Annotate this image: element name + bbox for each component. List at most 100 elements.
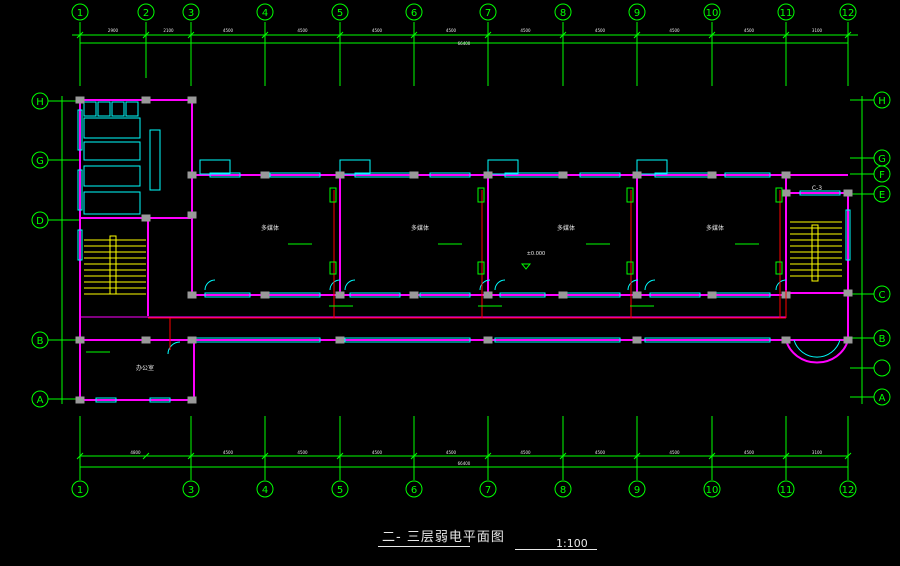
axis-label-col-top: 12 — [842, 8, 855, 19]
dimension-text-top: 2100 — [163, 28, 174, 33]
axis-label-col-bottom: 12 — [842, 485, 855, 496]
axis-label-row-right: C — [879, 290, 886, 301]
window-north — [724, 172, 771, 178]
window-office-1 — [95, 397, 117, 403]
dimension-tick — [410, 452, 418, 460]
structural-column — [187, 396, 197, 404]
structural-column — [483, 291, 493, 299]
dimension-text-bottom: 3100 — [812, 450, 823, 455]
door-swing — [344, 279, 356, 291]
axis-bubble-col-top — [405, 3, 423, 21]
dimension-total-top: 66400 — [458, 41, 471, 46]
axis-bubble-row-left — [31, 211, 49, 229]
window-office-2 — [149, 397, 171, 403]
elevation-marker — [520, 263, 532, 270]
window-north — [579, 172, 621, 178]
window-stair-right — [799, 190, 841, 196]
door-frame-north — [487, 159, 519, 175]
dimension-tick — [633, 452, 641, 460]
toilet-fixtures — [149, 129, 161, 191]
axis-bubble-col-top — [554, 3, 572, 21]
axis-label-col-top: 2 — [143, 8, 149, 19]
data-outlet-box-lower — [477, 261, 485, 275]
door-frame-north — [636, 159, 668, 175]
window-north — [429, 172, 471, 178]
dimension-tick — [336, 31, 344, 39]
structural-column — [558, 291, 568, 299]
dimension-tick — [559, 31, 567, 39]
axis-bubble-col-top — [777, 3, 795, 21]
dimension-text-top: 4500 — [297, 28, 308, 33]
dimension-text-top: 4500 — [446, 28, 457, 33]
structural-column — [409, 291, 419, 299]
data-outlet-box-lower — [329, 261, 337, 275]
dimension-tick — [142, 31, 150, 39]
stair-handrail-right — [811, 224, 819, 282]
axis-label-row-left: H — [36, 97, 44, 108]
axis-label-col-top: 10 — [706, 8, 719, 19]
dimension-tick — [844, 452, 852, 460]
window-bay-curve — [793, 339, 841, 358]
axis-label-col-top: 7 — [485, 8, 491, 19]
window-corridor — [644, 337, 771, 343]
structural-column — [409, 171, 419, 179]
axis-label-row-right: G — [878, 154, 886, 165]
axis-bubble-col-bottom — [405, 480, 423, 498]
axis-label-col-bottom: 3 — [188, 485, 194, 496]
dimension-tick — [142, 452, 150, 460]
dimension-tick — [782, 452, 790, 460]
dimension-text-top: 2900 — [108, 28, 119, 33]
dimension-text-bottom: 4500 — [372, 450, 383, 455]
axis-bubble-row-left — [31, 331, 49, 349]
axis-label-col-bottom: 7 — [485, 485, 491, 496]
window-left-upper — [77, 109, 83, 151]
axis-label-col-bottom: 6 — [411, 485, 417, 496]
structural-column — [781, 336, 791, 344]
room-label-office: 办公室 — [136, 364, 154, 372]
door-swing — [644, 279, 656, 291]
dimension-tick — [261, 31, 269, 39]
structural-column — [260, 291, 270, 299]
window-south — [349, 292, 401, 298]
structural-column — [483, 336, 493, 344]
axis-label-col-top: 11 — [780, 8, 793, 19]
toilet-cubicle — [83, 101, 97, 117]
toilet-room-4 — [83, 191, 141, 215]
wall-bay-curve — [785, 339, 849, 364]
dimension-text-bottom: 4500 — [520, 450, 531, 455]
door-swing — [204, 279, 216, 291]
axis-label-row-left: A — [37, 395, 44, 406]
axis-bubble-row-right — [873, 285, 891, 303]
stair-label-right: C-3 — [812, 185, 822, 192]
axis-bubble-row-left — [31, 151, 49, 169]
structural-column — [187, 291, 197, 299]
axis-bubble-col-top — [331, 3, 349, 21]
toilet-room-2 — [83, 141, 141, 161]
drawing-title: 二- 三层弱电平面图 — [382, 530, 505, 545]
axis-label-row-left: D — [36, 216, 44, 227]
room-label-classroom: 多媒体 — [261, 224, 279, 232]
toilet-cubicle — [125, 101, 139, 117]
axis-bubble-row-right — [873, 329, 891, 347]
dimension-text-top: 4500 — [595, 28, 606, 33]
structural-column — [141, 96, 151, 104]
dimension-text-top: 4500 — [520, 28, 531, 33]
axis-label-col-bottom: 10 — [706, 485, 719, 496]
axis-label-row-right: H — [878, 96, 886, 107]
axis-label-row-left: B — [37, 336, 44, 347]
structural-column — [75, 396, 85, 404]
axis-label-row-left: G — [36, 156, 44, 167]
axis-label-col-top: 6 — [411, 8, 417, 19]
axis-label-col-top: 3 — [188, 8, 194, 19]
axis-label-col-top: 8 — [560, 8, 566, 19]
window-south — [204, 292, 251, 298]
axis-bubble-col-top — [479, 3, 497, 21]
toilet-cubicle — [111, 101, 125, 117]
structural-column — [707, 171, 717, 179]
wall-office — [79, 339, 195, 401]
data-outlet-box — [477, 187, 485, 203]
axis-bubble-col-bottom — [331, 480, 349, 498]
dimension-tick — [76, 452, 84, 460]
